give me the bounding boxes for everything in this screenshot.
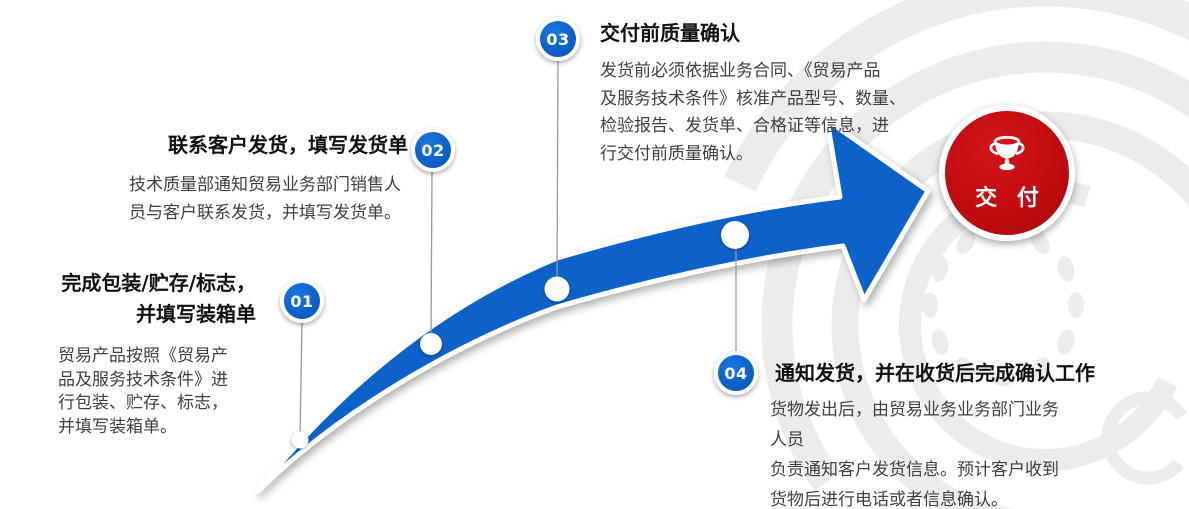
step-03-title: 交付前质量确认 <box>600 21 740 45</box>
connector-line-03 <box>556 58 559 285</box>
trophy-icon <box>989 135 1025 170</box>
step-03-badge: 03 <box>536 17 580 61</box>
arrow-node-dot-03 <box>544 276 570 302</box>
step-02-title: 联系客户发货，填写发货单 <box>168 133 408 157</box>
connector-line-02 <box>430 169 433 341</box>
delivery-goal-label: 交 付 <box>975 185 1045 211</box>
step-01-number: 01 <box>290 291 314 311</box>
arrow-node-dot-04 <box>721 221 749 249</box>
watermark-hub <box>1101 391 1189 485</box>
step-01-badge: 01 <box>280 279 324 323</box>
step-02-badge: 02 <box>411 128 455 172</box>
step-01-title: 完成包装/贮存/标志， 并填写装箱单 <box>61 271 256 326</box>
step-03-body: 发货前必须依据业务合同、《贸易产品 及服务技术条件》核准产品型号、数量、 检验报… <box>600 61 906 164</box>
arrow-node-dot-02 <box>420 333 442 355</box>
step-03-number: 03 <box>546 29 570 49</box>
arrow-node-dot-01 <box>291 431 309 449</box>
step-02-number: 02 <box>421 140 445 160</box>
connector-line-01 <box>299 320 303 438</box>
delivery-goal-circle: 交 付 <box>939 105 1075 241</box>
step-02-body: 技术质量部通知贸易业务部门销售人 员与客户联系发货，并填写发货单。 <box>129 175 401 223</box>
step-01-body: 贸易产品按照《贸易产 品及服务技术条件》进 行包装、贮存、标志， 并填写装箱单。 <box>58 346 228 437</box>
step-04-body: 货物发出后，由贸易业务业务部门业务人员 负责通知客户发货信息。预计客户收到 货物… <box>770 400 1059 509</box>
step-04-badge: 04 <box>714 351 758 395</box>
step-04-title: 通知发货，并在收货后完成确认工作 <box>775 361 1095 385</box>
step-04-number: 04 <box>724 363 748 383</box>
